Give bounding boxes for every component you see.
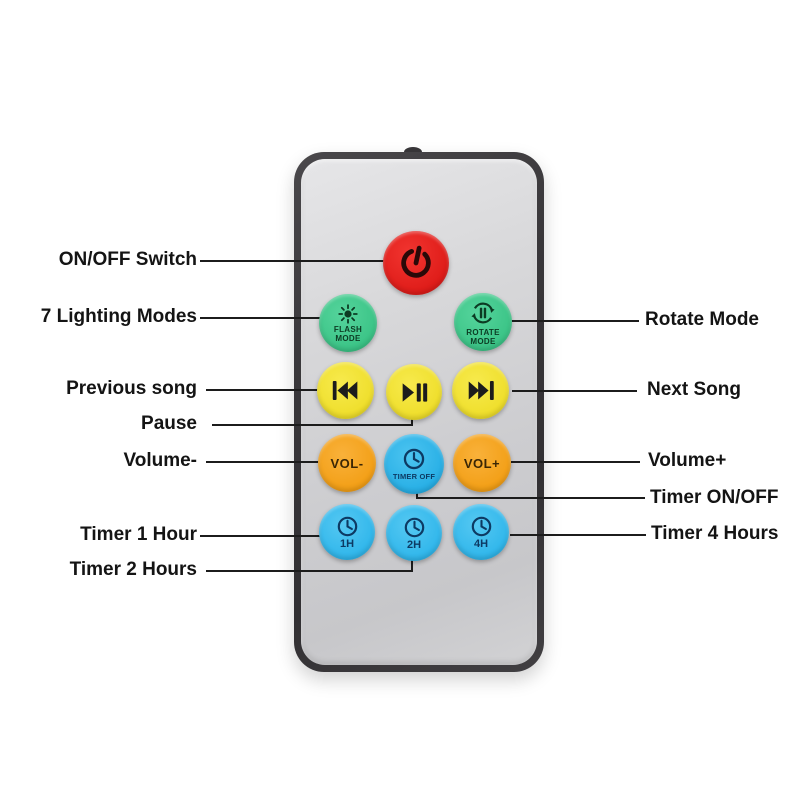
volume-up-label: VOL+ bbox=[463, 455, 501, 471]
power-button[interactable] bbox=[383, 231, 449, 295]
callout-line-previous-song bbox=[206, 389, 325, 391]
callout-line-rotate-mode bbox=[511, 320, 639, 322]
label-previous-song: Previous song bbox=[66, 378, 197, 399]
callout-line-onoff bbox=[200, 260, 386, 262]
callout-line-pause bbox=[212, 424, 413, 426]
label-timer-on-off: Timer ON/OFF bbox=[650, 487, 779, 508]
label-timer-2-hours: Timer 2 Hours bbox=[69, 559, 197, 580]
power-icon bbox=[401, 245, 431, 278]
volume-down-label: VOL- bbox=[330, 455, 364, 471]
flash-mode-label-line2: MODE bbox=[335, 333, 361, 343]
volume-down-button[interactable]: VOL- bbox=[318, 434, 376, 492]
timer-4h-button[interactable]: 4H bbox=[453, 504, 509, 560]
callout-line-timer-4h bbox=[510, 534, 646, 536]
flash-mode-button[interactable]: FLASH MODE bbox=[319, 294, 377, 352]
clock-icon bbox=[337, 516, 357, 536]
timer-2h-button[interactable]: 2H bbox=[386, 505, 442, 561]
rotate-mode-button[interactable]: ROTATE MODE bbox=[454, 293, 512, 351]
play-pause-icon bbox=[402, 382, 427, 402]
previous-song-button[interactable] bbox=[317, 362, 374, 419]
callout-line-timer-2h-elbow bbox=[411, 558, 413, 572]
label-volume-down: Volume- bbox=[123, 450, 197, 471]
callout-line-timer-onoff-elbow bbox=[416, 489, 418, 499]
label-volume-up: Volume+ bbox=[648, 450, 727, 471]
rotate-mode-label-line1: ROTATE bbox=[466, 327, 500, 337]
label-timer-1-hour: Timer 1 Hour bbox=[80, 524, 197, 545]
timer-off-label: TIMER OFF bbox=[392, 472, 436, 481]
label-rotate-mode: Rotate Mode bbox=[645, 309, 759, 330]
timer-4h-label: 4H bbox=[473, 537, 489, 550]
timer-1h-button[interactable]: 1H bbox=[319, 504, 375, 560]
flash-mode-label-line1: FLASH bbox=[333, 324, 363, 334]
play-pause-button[interactable] bbox=[386, 364, 442, 420]
callout-line-timer-2h bbox=[206, 570, 413, 572]
sun-icon bbox=[338, 303, 358, 324]
callout-line-volume-down bbox=[206, 461, 320, 463]
rotate-mode-label-line2: MODE bbox=[470, 336, 496, 346]
callout-line-timer-1h bbox=[200, 535, 325, 537]
timer-1h-label: 1H bbox=[339, 537, 355, 550]
callout-line-timer-onoff bbox=[416, 497, 645, 499]
previous-track-icon bbox=[332, 381, 357, 400]
callout-line-volume-up bbox=[511, 461, 640, 463]
timer-2h-label: 2H bbox=[406, 538, 422, 551]
rotate-icon bbox=[471, 302, 495, 323]
clock-icon bbox=[404, 517, 424, 537]
callout-line-lighting-modes bbox=[200, 317, 322, 319]
label-onoff-switch: ON/OFF Switch bbox=[58, 249, 197, 270]
clock-icon bbox=[471, 516, 491, 536]
label-pause: Pause bbox=[141, 413, 197, 434]
volume-up-button[interactable]: VOL+ bbox=[453, 434, 511, 492]
next-track-icon bbox=[468, 381, 494, 400]
label-timer-4-hours: Timer 4 Hours bbox=[651, 523, 779, 544]
label-next-song: Next Song bbox=[647, 379, 741, 400]
clock-icon bbox=[403, 448, 425, 470]
next-song-button[interactable] bbox=[452, 362, 509, 419]
label-7-lighting-modes: 7 Lighting Modes bbox=[40, 306, 197, 327]
timer-off-button[interactable]: TIMER OFF bbox=[384, 434, 444, 494]
callout-line-next-song bbox=[512, 390, 637, 392]
